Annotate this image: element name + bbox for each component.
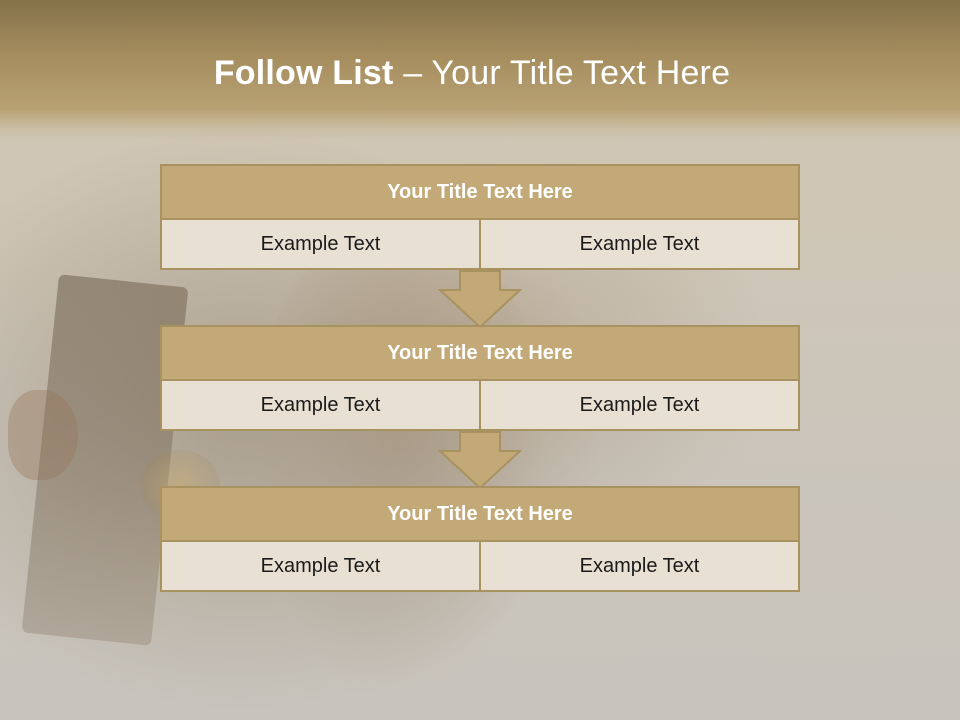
block-cell-left[interactable]: Example Text [160, 220, 481, 270]
block-title[interactable]: Your Title Text Here [160, 164, 800, 220]
block-cells: Example Text Example Text [160, 220, 800, 270]
block-cell-left[interactable]: Example Text [160, 542, 481, 592]
title-band [0, 0, 960, 140]
block-cell-right[interactable]: Example Text [481, 542, 800, 592]
slide-title-rest: Your Title Text Here [431, 54, 731, 92]
slide-title-separator: – [393, 54, 432, 92]
block-cell-left[interactable]: Example Text [160, 381, 481, 431]
background-photo-hand [8, 390, 78, 480]
block-cell-right[interactable]: Example Text [481, 381, 800, 431]
list-block-1: Your Title Text Here Example Text Exampl… [160, 164, 800, 270]
block-title[interactable]: Your Title Text Here [160, 486, 800, 542]
slide-title[interactable]: Follow List – Your Title Text Here [0, 54, 944, 93]
down-arrow-icon [438, 270, 522, 328]
down-arrow-icon [438, 431, 522, 489]
block-title[interactable]: Your Title Text Here [160, 325, 800, 381]
list-block-3: Your Title Text Here Example Text Exampl… [160, 486, 800, 592]
block-cell-right[interactable]: Example Text [481, 220, 800, 270]
list-block-2: Your Title Text Here Example Text Exampl… [160, 325, 800, 431]
block-cells: Example Text Example Text [160, 542, 800, 592]
block-cells: Example Text Example Text [160, 381, 800, 431]
slide-title-bold: Follow List [213, 54, 394, 92]
